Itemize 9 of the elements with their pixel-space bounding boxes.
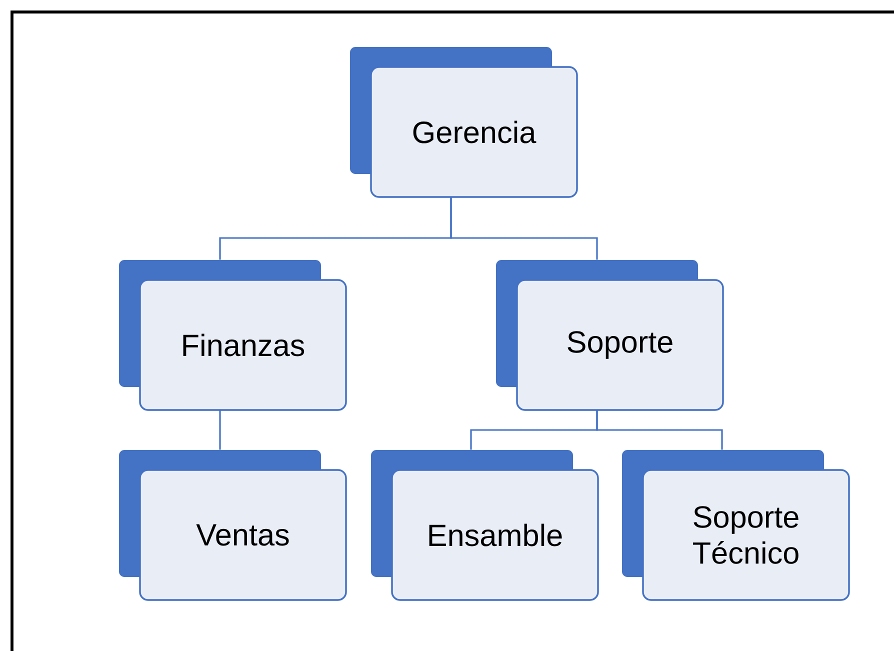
connector-line	[450, 197, 598, 260]
org-box: Ventas	[119, 450, 347, 601]
org-box: Ensamble	[371, 450, 599, 601]
org-box: Soporte Técnico	[622, 450, 850, 601]
org-box: Gerencia	[350, 47, 578, 198]
org-box: Soporte	[496, 260, 724, 411]
connector-line	[219, 410, 221, 450]
org-box: Finanzas	[119, 260, 347, 411]
connector-line	[596, 410, 723, 450]
